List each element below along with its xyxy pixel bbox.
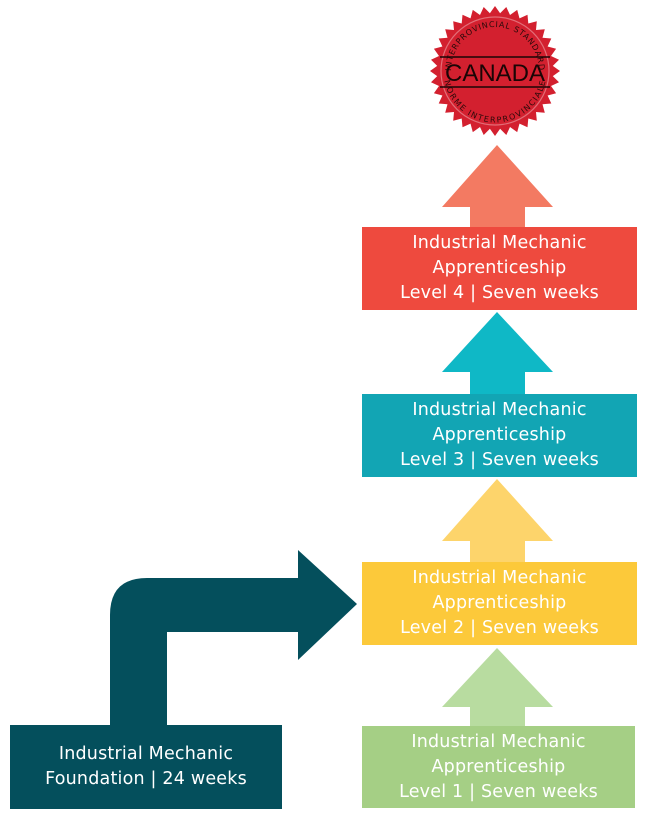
level-2-box: Industrial Mechanic Apprenticeship Level… — [362, 562, 637, 645]
level-3-duration: Level 3 | Seven weeks — [400, 450, 599, 470]
level-3-subtitle: Apprenticeship — [432, 425, 567, 445]
seal-starburst — [430, 6, 560, 136]
arrow-level3-to-level4 — [442, 312, 553, 394]
foundation-duration: Foundation | 24 weeks — [45, 769, 247, 789]
level-4-title: Industrial Mechanic — [412, 233, 587, 253]
foundation-title: Industrial Mechanic — [58, 744, 234, 764]
level-4-subtitle: Apprenticeship — [432, 258, 567, 278]
level-3-title: Industrial Mechanic — [412, 400, 587, 420]
interprovincial-seal: INTERPROVINCIAL STANDARD CANADA NORME IN… — [430, 6, 560, 136]
level-1-box: Industrial Mechanic Apprenticeship Level… — [362, 726, 635, 808]
arrow-to-seal — [442, 145, 553, 227]
level-1-title: Industrial Mechanic — [411, 731, 586, 752]
level-2-subtitle: Apprenticeship — [432, 593, 567, 613]
level-2-title: Industrial Mechanic — [412, 568, 587, 588]
arrow-level2-to-level3 — [442, 479, 553, 562]
level-4-duration: Level 4 | Seven weeks — [400, 283, 599, 303]
level-4-box: Industrial Mechanic Apprenticeship Level… — [362, 227, 637, 310]
seal-main-text: CANADA — [445, 60, 545, 87]
foundation-box: Industrial Mechanic Foundation | 24 week… — [10, 725, 282, 809]
level-3-box: Industrial Mechanic Apprenticeship Level… — [362, 394, 637, 477]
level-1-duration: Level 1 | Seven weeks — [399, 781, 598, 802]
level-2-duration: Level 2 | Seven weeks — [400, 618, 599, 638]
level-1-subtitle: Apprenticeship — [431, 756, 566, 777]
arrow-level1-to-level2 — [442, 648, 553, 726]
arrow-foundation-to-level2 — [110, 550, 357, 727]
